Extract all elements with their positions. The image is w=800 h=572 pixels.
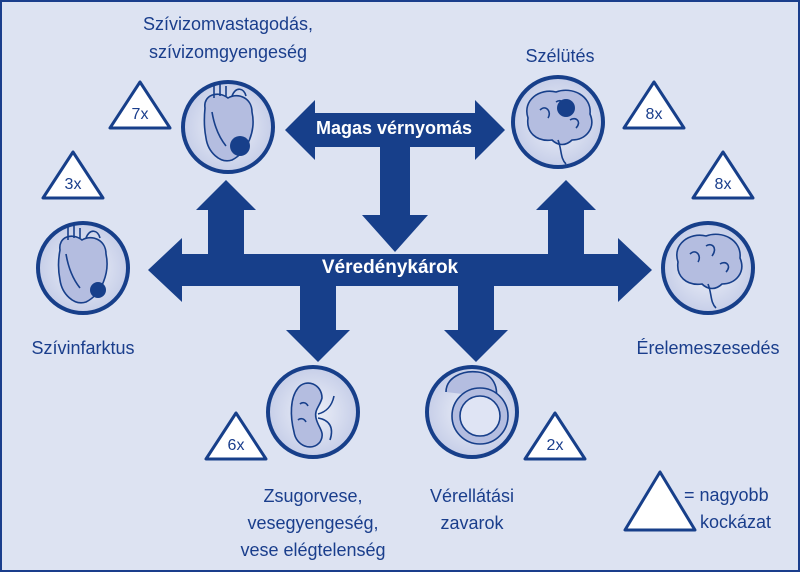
kidney-icon — [290, 382, 335, 448]
down-arrow-kidney — [286, 286, 350, 362]
title-secondary: Véredénykárok — [321, 257, 459, 278]
legend-line-2: kockázat — [700, 512, 772, 532]
dementia-label: Érelemeszesedés — [636, 338, 780, 358]
top-double-arrow — [285, 100, 505, 160]
infarction-label: Szívinfarktus — [31, 338, 135, 358]
hypertrophy-label-line-1: Szívizomvastagodás, — [142, 14, 314, 34]
risk-value-kidney: 6x — [227, 437, 245, 454]
up-arrow-left — [196, 180, 256, 254]
brain-icon — [676, 233, 743, 309]
brain-icon — [526, 89, 593, 165]
circulation-label-line-2: zavarok — [440, 513, 504, 533]
risk-value-dementia: 8x — [714, 176, 732, 193]
risk-triangle-dementia — [691, 150, 755, 200]
risk-triangle-kidney — [204, 411, 268, 461]
risk-value-hypertrophy: 7x — [131, 106, 149, 123]
risk-triangle-hypertrophy — [108, 80, 172, 130]
risk-value-circulation: 2x — [546, 437, 564, 454]
risk-triangle-infarction — [41, 150, 105, 200]
arrow-network — [148, 100, 652, 362]
heart-icon — [203, 82, 254, 162]
risk-triangle-circulation — [523, 411, 587, 461]
heart-icon — [57, 224, 108, 304]
stroke-label: Szélütés — [525, 46, 595, 66]
risk-value-infarction: 3x — [64, 176, 82, 193]
risk-value-stroke: 8x — [645, 106, 663, 123]
down-arrow-circulation — [444, 286, 508, 362]
title-main: Magas vérnyomás — [315, 118, 473, 138]
risk-triangle-stroke — [622, 80, 686, 130]
vessel-icon — [445, 370, 509, 445]
main-double-arrow — [148, 238, 652, 302]
kidney-label-line-1: Zsugorvese, — [263, 486, 363, 506]
risk-triangles — [41, 80, 755, 532]
center-down-arrow — [362, 147, 428, 252]
legend-triangle — [623, 470, 697, 532]
up-arrow-right — [536, 180, 596, 254]
kidney-label-line-2: vesegyengeség, — [247, 513, 379, 533]
circulation-label-line-1: Vérellátási — [429, 486, 515, 506]
hypertrophy-label-line-2: szívizomgyengeség — [148, 42, 308, 62]
legend-line-1: = nagyobb — [684, 485, 769, 505]
kidney-label-line-3: vese elégtelenség — [240, 540, 386, 560]
